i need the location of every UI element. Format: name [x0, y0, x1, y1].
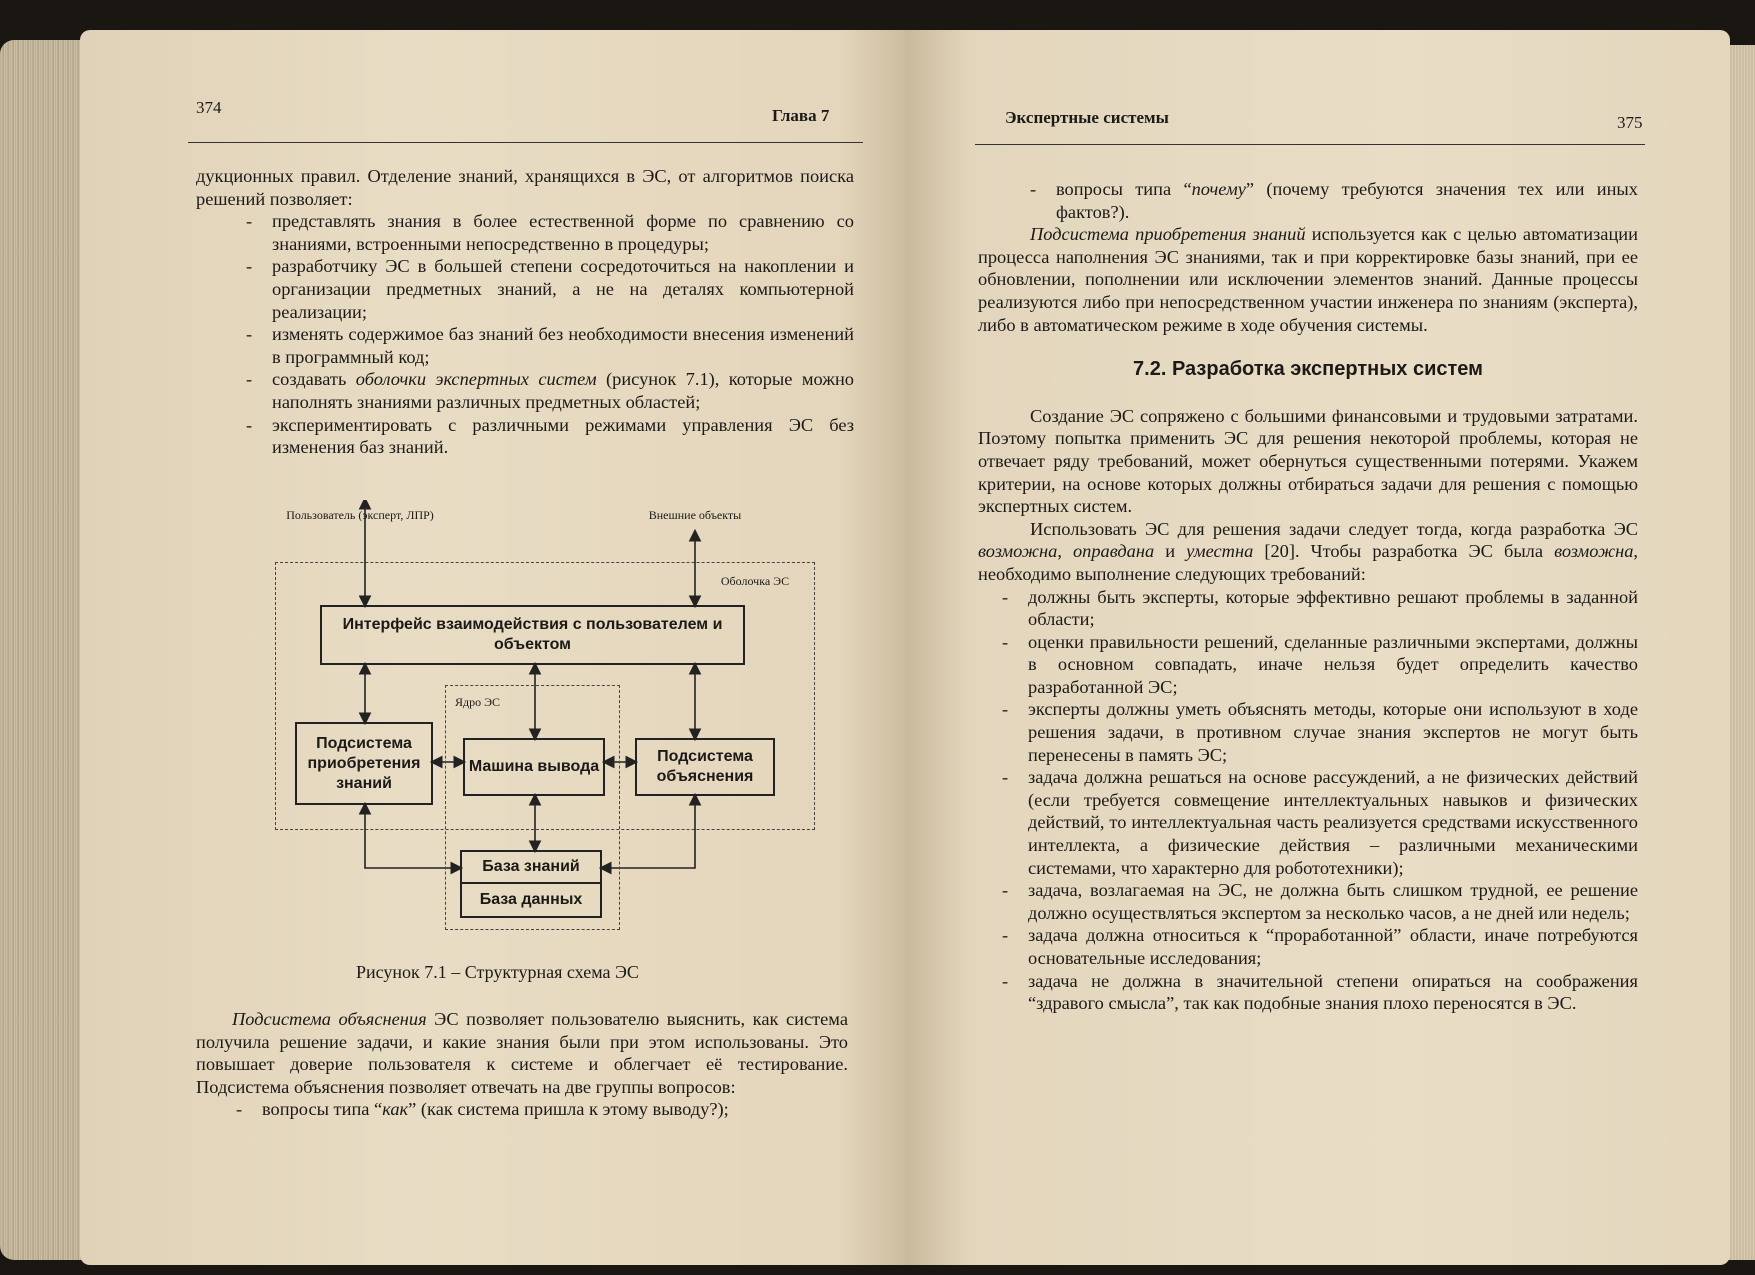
- costs-paragraph: Создание ЭС сопряжено с большими финансо…: [978, 405, 1638, 517]
- left-bullet-3: -изменять содержимое баз знаний без необ…: [246, 324, 854, 367]
- inference-box: Машина вывода: [463, 738, 605, 796]
- requirement-item: -задача должна относиться к “проработанн…: [1002, 925, 1638, 968]
- left-last-bullet: -вопросы типа “как” (как система пришла …: [236, 1099, 729, 1120]
- left-page-number: 374: [196, 98, 222, 117]
- core-label: Ядро ЭС: [455, 695, 501, 709]
- acquisition-box: Подсистема приобретения знаний: [295, 722, 433, 805]
- explanation-paragraph: Подсистема объяснения ЭС позволяет польз…: [196, 1009, 848, 1097]
- figure-caption: Рисунок 7.1 – Структурная схема ЭС: [356, 962, 639, 982]
- requirement-item: -должны быть эксперты, которые эффективн…: [1002, 586, 1638, 630]
- arrow-acquisition-kb: [358, 801, 464, 875]
- requirement-item: -эксперты должны уметь объяснять методы,…: [1002, 699, 1638, 765]
- right-text: -вопросы типа “почему” (почему требуются…: [978, 178, 1638, 1015]
- left-bullet-2: -разработчику ЭС в большей степени сосре…: [246, 256, 854, 322]
- page-edges-right: [1725, 45, 1755, 1260]
- left-bullet-5: -экспериментировать с различными режимам…: [246, 414, 854, 458]
- explanation-box: Подсистема объяснения: [635, 738, 775, 796]
- requirements-paragraph: Использовать ЭС для решения задачи следу…: [978, 518, 1638, 584]
- interface-box: Интерфейс взаимодействия с пользователем…: [320, 605, 745, 665]
- right-first-bullet: -вопросы типа “почему” (почему требуются…: [1030, 179, 1638, 222]
- left-header-rule: [188, 142, 863, 143]
- requirement-item: -оценки правильности решений, сделанные …: [1002, 631, 1638, 697]
- diagram-arrows: [358, 500, 702, 875]
- left-text-bottom: Подсистема объяснения ЭС позволяет польз…: [196, 1008, 848, 1121]
- core-frame: [445, 685, 620, 930]
- requirements-list: -должны быть эксперты, которые эффективн…: [978, 586, 1638, 1015]
- right-page-number: 375: [1617, 113, 1643, 132]
- left-page-header: Глава 7: [772, 106, 830, 125]
- requirement-item: -задача должна решаться на основе рассуж…: [1002, 767, 1638, 878]
- structure-diagram: Пользователь (эксперт, ЛПР) Внешние объе…: [275, 500, 875, 930]
- database-box: База данных: [460, 882, 602, 918]
- right-page: [905, 30, 1730, 1265]
- requirement-item: -задача, возлагаемая на ЭС, не должна бы…: [1002, 880, 1638, 923]
- section-title: 7.2. Разработка экспертных систем: [1133, 358, 1483, 381]
- left-bullet-1: -представлять знания в более естественно…: [246, 211, 854, 254]
- shell-frame: [275, 562, 815, 830]
- requirement-item: -задача не должна в значительной степени…: [1002, 970, 1638, 1014]
- arrow-explanation-kb: [598, 792, 702, 875]
- left-intro-paragraph: дукционных правил. Отделение знаний, хра…: [196, 166, 854, 209]
- left-page: [80, 30, 905, 1265]
- right-page-header: Экспертные системы: [1005, 108, 1169, 127]
- page-edges-left: [0, 40, 88, 1260]
- external-objects-label: Внешние объекты: [648, 508, 742, 522]
- knowledge-base-box: База знаний: [460, 850, 602, 884]
- left-bullet-4: -создавать оболочки экспертных систем (р…: [246, 369, 854, 412]
- right-header-rule: [975, 144, 1645, 145]
- shell-label: Оболочка ЭС: [720, 574, 790, 588]
- user-label: Пользователь (эксперт, ЛПР): [286, 508, 434, 522]
- acquisition-paragraph: Подсистема приобретения знаний используе…: [978, 224, 1638, 335]
- left-text-top: дукционных правил. Отделение знаний, хра…: [196, 165, 854, 459]
